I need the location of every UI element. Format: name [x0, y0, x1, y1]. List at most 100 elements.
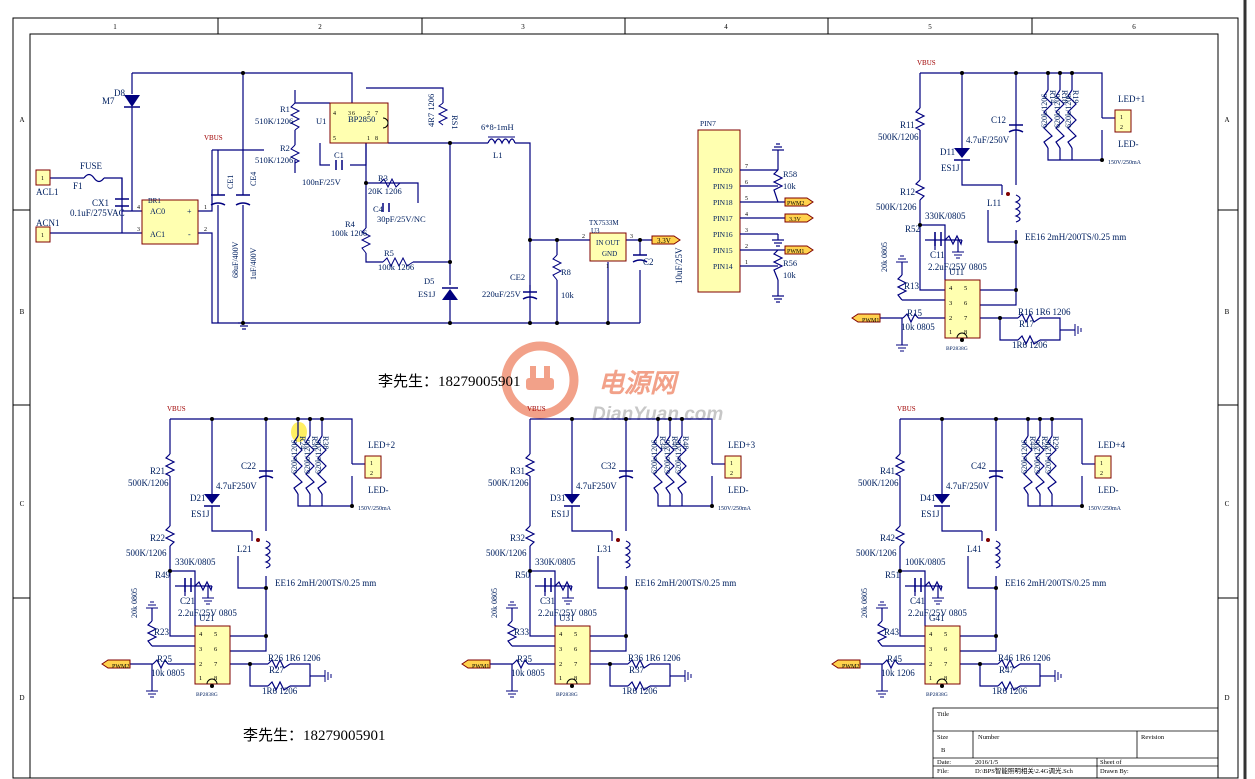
svg-text:U3: U3 — [591, 227, 600, 235]
size-value: B — [941, 747, 946, 754]
connector-pin-number: 2 — [1100, 471, 1103, 477]
channel-label: EE16 2mH/200TS/0.25 mm — [275, 578, 376, 588]
channel-label: R17 — [1019, 319, 1035, 329]
channel-label: 500K/1206 — [126, 548, 167, 558]
channel-label: 620k/1206 — [1033, 440, 1042, 474]
svg-text:AC1: AC1 — [150, 230, 165, 239]
svg-text:PIN19: PIN19 — [713, 182, 733, 191]
connector-pin-number: 1 — [730, 461, 733, 467]
channel-label: R12 — [900, 187, 915, 197]
channel-label: ES1J — [551, 509, 570, 519]
channel-label: 100K/0805 — [905, 557, 946, 567]
channel-label: C31 — [540, 596, 555, 606]
channel-label: R14 — [1048, 90, 1057, 103]
ic-pin-number: 6 — [214, 646, 218, 653]
svg-text:CE1: CE1 — [226, 175, 235, 189]
svg-text:4: 4 — [745, 212, 748, 218]
channel-label: R11 — [900, 120, 915, 130]
ic-pin-number: 2 — [929, 661, 932, 668]
resistor-r1 — [289, 102, 301, 131]
channel-label: R42 — [880, 533, 895, 543]
channel-label: 1R6 1206 — [992, 686, 1028, 696]
channel-label: R43 — [884, 627, 900, 637]
svg-text:M7: M7 — [102, 96, 115, 106]
ic-bp2838g — [944, 279, 981, 339]
svg-text:3: 3 — [137, 227, 140, 233]
svg-text:10k: 10k — [783, 270, 797, 280]
channel-label: BP2838G — [926, 692, 948, 698]
svg-text:100nF/25V: 100nF/25V — [302, 177, 342, 187]
pin-connector — [697, 129, 814, 303]
channel-label: 10k 1206 — [881, 668, 915, 678]
channel-label: 620k/1206 — [1044, 440, 1053, 474]
svg-text:1uF/400V: 1uF/400V — [249, 247, 258, 280]
channel-label: R29 — [1051, 436, 1060, 449]
svg-text:220uF/25V: 220uF/25V — [482, 289, 522, 299]
channel-label: C21 — [180, 596, 195, 606]
channel-label: 150V/250mA — [718, 506, 752, 512]
channel-label: LED- — [1098, 485, 1119, 495]
channel-label: LED- — [368, 485, 389, 495]
svg-text:U1: U1 — [316, 116, 326, 126]
svg-text:4: 4 — [137, 205, 140, 211]
channel-label: 2.2uF/25V 0805 — [908, 608, 967, 618]
channel-label: LED- — [1118, 139, 1139, 149]
ic-pin-number: 8 — [574, 675, 577, 682]
svg-text:1: 1 — [41, 233, 44, 239]
column-label: 6 — [1132, 23, 1136, 31]
svg-text:PIN7: PIN7 — [700, 119, 716, 128]
svg-text:6: 6 — [745, 180, 748, 186]
svg-text:PIN14: PIN14 — [713, 262, 733, 271]
svg-text:GND: GND — [602, 250, 617, 258]
channel-label: L21 — [237, 544, 252, 554]
channel-label: 150V/250mA — [1088, 506, 1122, 512]
svg-text:0.1uF/275VAC: 0.1uF/275VAC — [70, 208, 125, 218]
svg-text:ES1J: ES1J — [418, 289, 436, 299]
diode-d5 — [442, 289, 458, 300]
ic-bp2838g — [194, 625, 231, 685]
title-label: Title — [937, 711, 949, 718]
pin-connector-labels: PIN7 PIN20 PIN19 PIN18 PIN17 PIN16 PIN15… — [700, 119, 804, 280]
channel-label: D11 — [940, 147, 955, 157]
channel-label: LED+3 — [728, 440, 756, 450]
column-label: 5 — [928, 23, 932, 31]
channel-label: C12 — [991, 115, 1006, 125]
channel-label: LED+4 — [1098, 440, 1126, 450]
svg-text:PIN16: PIN16 — [713, 230, 733, 239]
revision-label: Revision — [1141, 734, 1165, 741]
channel-label: 2.2uF/25V 0805 — [538, 608, 597, 618]
channel-label: 1R6 1206 — [262, 686, 298, 696]
channel-label: 620k/1206 — [1040, 94, 1049, 128]
connector-pin-number: 1 — [1100, 461, 1103, 467]
resistor-r2 — [289, 144, 301, 164]
channel-label: 20k 0805 — [880, 242, 889, 272]
svg-text:PIN20: PIN20 — [713, 166, 733, 175]
led-connector — [1094, 455, 1112, 479]
row-label: A — [19, 116, 24, 124]
svg-text:BP2850: BP2850 — [348, 114, 375, 124]
led-driver-channel4: VBUSR41500K/1206R42500K/1206D41ES1J4.7uF… — [831, 405, 1126, 698]
svg-text:10k: 10k — [561, 290, 575, 300]
input-stage-wires — [50, 72, 640, 324]
net-flag-pwm — [461, 659, 491, 669]
bridge-rectifier — [141, 199, 199, 245]
channel-label: BP2838G — [946, 346, 968, 352]
inductor — [1014, 194, 1021, 223]
channel-label: R33 — [514, 627, 530, 637]
svg-text:R2: R2 — [280, 143, 290, 153]
svg-text:CX1: CX1 — [92, 198, 109, 208]
svg-text:4: 4 — [333, 111, 336, 117]
svg-text:L1: L1 — [493, 150, 502, 160]
svg-text:8: 8 — [375, 136, 378, 142]
watermark-cn: 电源网 — [598, 368, 680, 398]
channel-label: 4.7uF250V — [576, 481, 617, 491]
svg-text:1: 1 — [41, 176, 44, 182]
channel-label: 330K/0805 — [535, 557, 576, 567]
led-driver-channel3: VBUSR31500K/1206R32500K/1206D31ES1J4.7uF… — [461, 405, 756, 698]
channel-label: R16 1R6 1206 — [1018, 307, 1071, 317]
row-label: C — [20, 500, 25, 508]
ic-pin-number: 1 — [559, 675, 562, 682]
led-driver-channel2: VBUSR21500K/1206R22500K/1206D21ES1J4.7uF… — [101, 405, 395, 698]
channel-label: L31 — [597, 544, 612, 554]
channel-label: C32 — [601, 461, 616, 471]
